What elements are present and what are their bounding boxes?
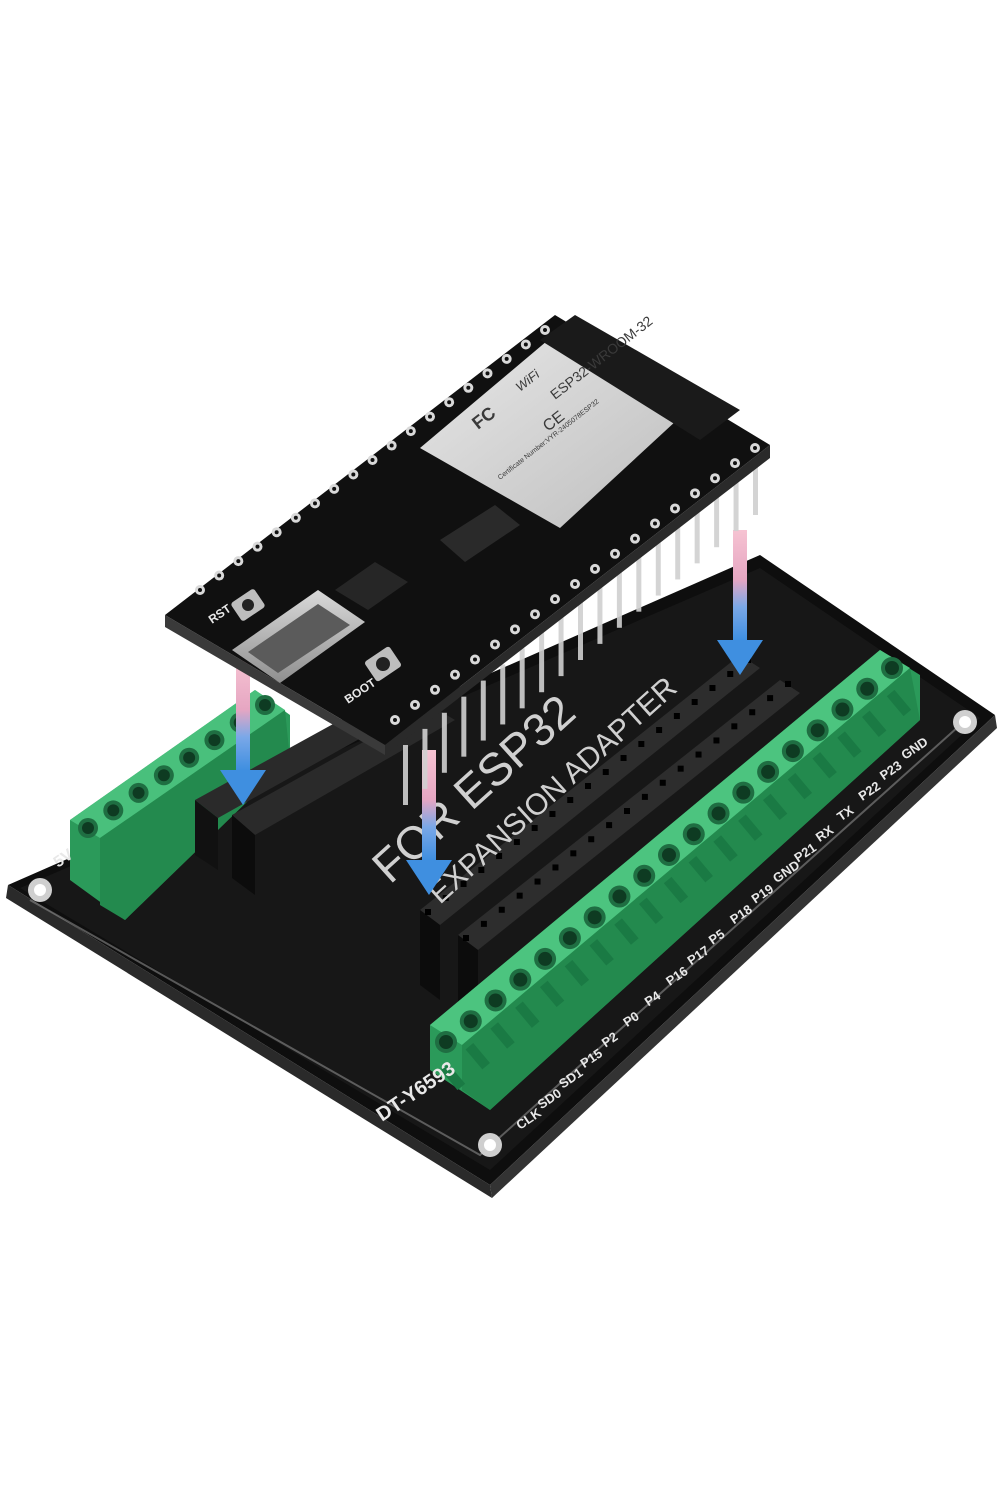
- usb-c-connector: [232, 590, 365, 683]
- mount-hole: [28, 878, 52, 902]
- module-leg: [500, 664, 506, 725]
- insert-arrow-right: [717, 530, 763, 675]
- module-leg: [714, 487, 720, 548]
- right-terminal-screws: [435, 657, 912, 1091]
- module-leg: [655, 535, 661, 596]
- esp32-devboard: ESP32-WROOM-32 WiFi FC CE Certificate Nu…: [165, 313, 770, 755]
- module-leg: [539, 632, 545, 693]
- pin-label: P2: [599, 1029, 621, 1050]
- mount-hole: [953, 710, 977, 734]
- module-leg: [753, 455, 758, 515]
- right-female-header: [420, 655, 800, 1030]
- module-leg: [616, 567, 622, 628]
- module-pins: [403, 455, 758, 805]
- boot-button: [365, 646, 401, 682]
- insert-arrow-left: [220, 660, 266, 805]
- module-leg: [578, 600, 583, 660]
- regulator: [440, 505, 520, 562]
- pin-label: P0: [620, 1008, 642, 1029]
- module-leg: [441, 712, 447, 773]
- module-leg: [694, 503, 700, 564]
- module-leg: [461, 696, 467, 757]
- esp32-wroom-module: ESP32-WROOM-32 WiFi FC CE Certificate Nu…: [420, 313, 740, 528]
- module-edge-pins: [195, 325, 760, 725]
- pin-label: P5: [706, 926, 728, 947]
- mount-hole: [478, 1133, 502, 1157]
- module-leg: [480, 680, 486, 741]
- module-leg: [422, 728, 428, 789]
- module-leg: [675, 519, 681, 580]
- header-holes: [425, 657, 791, 941]
- usb-chip: [335, 562, 408, 610]
- module-leg: [403, 745, 408, 805]
- module-leg: [597, 583, 603, 644]
- module-leg: [733, 471, 739, 532]
- module-leg: [519, 648, 525, 709]
- module-leg: [558, 616, 564, 677]
- rst-button: [231, 589, 265, 621]
- right-terminal-block: [430, 650, 920, 1110]
- module-leg: [636, 551, 642, 612]
